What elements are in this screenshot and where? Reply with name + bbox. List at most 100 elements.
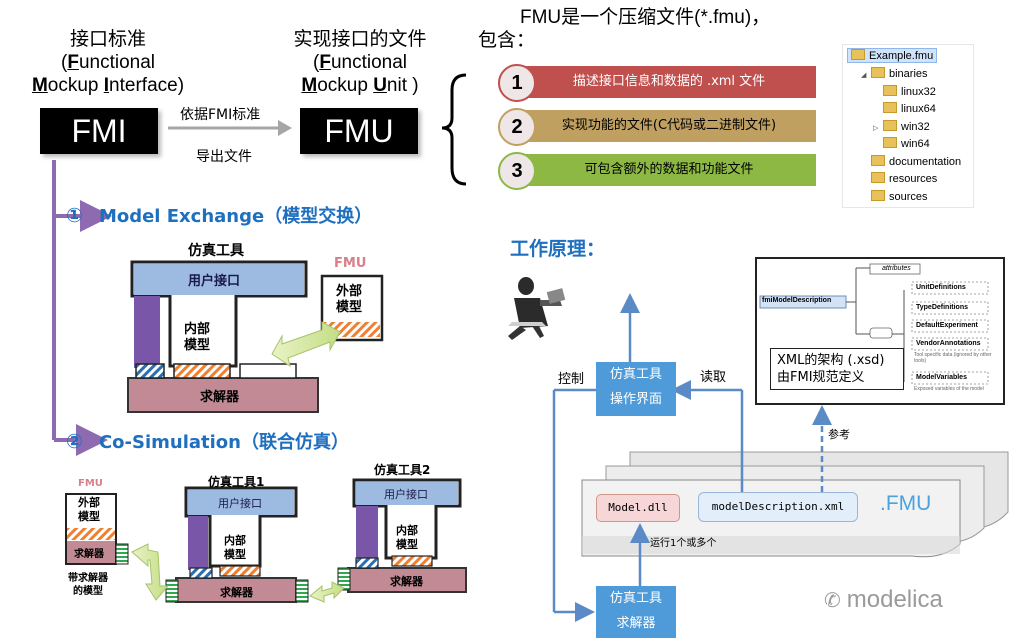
initial-u: U: [373, 75, 387, 96]
fmu-desc-line1: FMU是一个压缩文件(*.fmu)，: [520, 7, 771, 28]
run-caption: 运行1个或多个: [650, 538, 717, 549]
text: ockup: [47, 75, 104, 96]
fmu-box: FMU: [300, 108, 418, 154]
cs-diagram: [65, 478, 467, 603]
tree-item-label: sources: [889, 190, 928, 203]
control-label: 控制: [558, 372, 585, 387]
schema-attributes: attributes: [882, 265, 911, 272]
cs-num: ②: [66, 429, 83, 453]
folder-icon: [883, 137, 897, 148]
me-num: ①: [66, 203, 83, 227]
model-dll-box: Model.dll: [596, 494, 680, 522]
paren: (: [313, 52, 320, 73]
cs-tool1-internal: 内部 模型: [224, 534, 246, 561]
schema-child-3: VendorAnnotations: [916, 340, 981, 347]
tree-item[interactable]: linux64: [873, 102, 936, 115]
folder-icon: [883, 119, 897, 131]
fmi-box: FMI: [40, 108, 158, 154]
content-item-number: 2: [498, 108, 536, 146]
folder-icon: [871, 154, 885, 166]
tree-item-label: binaries: [889, 68, 928, 80]
me-fmu-tag: FMU: [334, 256, 367, 271]
xsd-caption-line2: 由FMI规范定义: [777, 370, 865, 385]
tree-item[interactable]: linux32: [873, 84, 936, 98]
me-user-interface: 用户接口: [188, 274, 241, 289]
initial-f: F: [319, 52, 331, 73]
text: nit ): [386, 75, 419, 96]
tree-item-label: win32: [901, 120, 930, 133]
arrow-label-1: 依据FMI标准: [180, 107, 261, 123]
arrow-label-2: 导出文件: [196, 149, 252, 165]
fmu-header: 实现接口的文件 (Functional Mockup Unit ): [270, 28, 450, 97]
content-item-text: 实现功能的文件(C代码或二进制文件): [512, 110, 816, 142]
me-diagram: [127, 260, 384, 413]
fmu-header-line2: (Functional: [270, 51, 450, 74]
fmu-desc: FMU是一个压缩文件(*.fmu)， 包含：: [470, 6, 810, 52]
schema-child-1: TypeDefinitions: [916, 304, 968, 311]
folder-icon: [883, 102, 897, 113]
content-item-number: 3: [498, 152, 536, 190]
reference-label: 参考: [828, 428, 850, 441]
text: ockup: [317, 75, 374, 96]
tool-ui-box: 仿真工具 操作界面: [596, 362, 676, 416]
tree-item[interactable]: resources: [861, 172, 937, 185]
me-solver: 求解器: [200, 390, 240, 405]
paren: (: [61, 52, 68, 73]
cs-fmu-tag: FMU: [78, 478, 103, 489]
text: nterface): [109, 75, 185, 96]
initial-m: M: [301, 75, 318, 96]
tree-root-label: Example.fmu: [869, 50, 934, 62]
xsd-caption-line1: XML的架构 (.xsd): [777, 353, 885, 368]
folder-icon: [871, 67, 885, 78]
fmi-header-line2: (Functional: [18, 51, 198, 74]
watermark-text: modelica: [846, 586, 943, 613]
me-external-model: 外部 模型: [336, 284, 363, 315]
schema-child-0: UnitDefinitions: [916, 284, 966, 291]
purple-tree-lines: [52, 160, 112, 456]
expand-arrow-icon[interactable]: ▷: [873, 124, 879, 132]
cs-tool2-ui: 用户接口: [384, 488, 428, 501]
tree-item-label: win64: [901, 138, 930, 150]
cs-external-model: 外部 模型: [78, 496, 100, 523]
folder-icon: [871, 189, 885, 201]
fmi-header: 接口标准 (Functional Mockup Interface): [18, 28, 198, 97]
me-internal-model: 内部 模型: [184, 322, 211, 353]
tree-item[interactable]: win64: [873, 137, 930, 150]
tree-items: ◢ binaries linux32 linux64 ▷ win32 win64 docume…: [843, 45, 973, 205]
tool-solver-box: 仿真工具 求解器: [596, 586, 676, 638]
me-tool-title: 仿真工具: [188, 243, 244, 259]
fmi-to-fmu-arrow: [168, 120, 292, 136]
tree-item[interactable]: ◢ binaries: [861, 67, 928, 80]
tree-root[interactable]: Example.fmu: [847, 48, 938, 63]
folder-icon: [871, 172, 885, 183]
cs-tool1-ui: 用户接口: [218, 497, 262, 510]
folder-icon: [883, 84, 897, 96]
tree-item[interactable]: sources: [861, 189, 928, 203]
schema-note-1: Exposed variables of the model: [914, 386, 984, 392]
watermark: ✆modelica: [824, 586, 943, 614]
tree-item-label: linux64: [901, 103, 936, 115]
tree-item-label: documentation: [889, 155, 962, 168]
fmu-desc-line2: 包含：: [478, 30, 536, 51]
tree-item[interactable]: documentation: [861, 154, 962, 168]
cs-title: Co-Simulation（联合仿真）: [98, 432, 349, 453]
cs-fmu-solver: 求解器: [74, 549, 104, 560]
cs-title-row: ② Co-Simulation（联合仿真）: [66, 428, 349, 454]
cs-tool2-solver: 求解器: [390, 575, 423, 588]
brace: [441, 73, 467, 186]
wechat-icon: ✆: [824, 590, 841, 612]
cs-tool1-solver: 求解器: [220, 586, 253, 599]
schema-note-0: Tool specific data (ignored by other too…: [914, 352, 992, 364]
fmu-header-line3: Mockup Unit ): [270, 74, 450, 97]
expand-arrow-icon[interactable]: ◢: [861, 72, 867, 79]
tool-ui-line1: 仿真工具: [609, 367, 662, 382]
tree-item-label: linux32: [901, 85, 936, 98]
tree-item[interactable]: ▷ win32: [873, 119, 930, 133]
fmi-header-line1: 接口标准: [69, 29, 146, 50]
tree-item-label: resources: [889, 173, 938, 185]
fmu-header-line1: 实现接口的文件: [293, 29, 427, 50]
